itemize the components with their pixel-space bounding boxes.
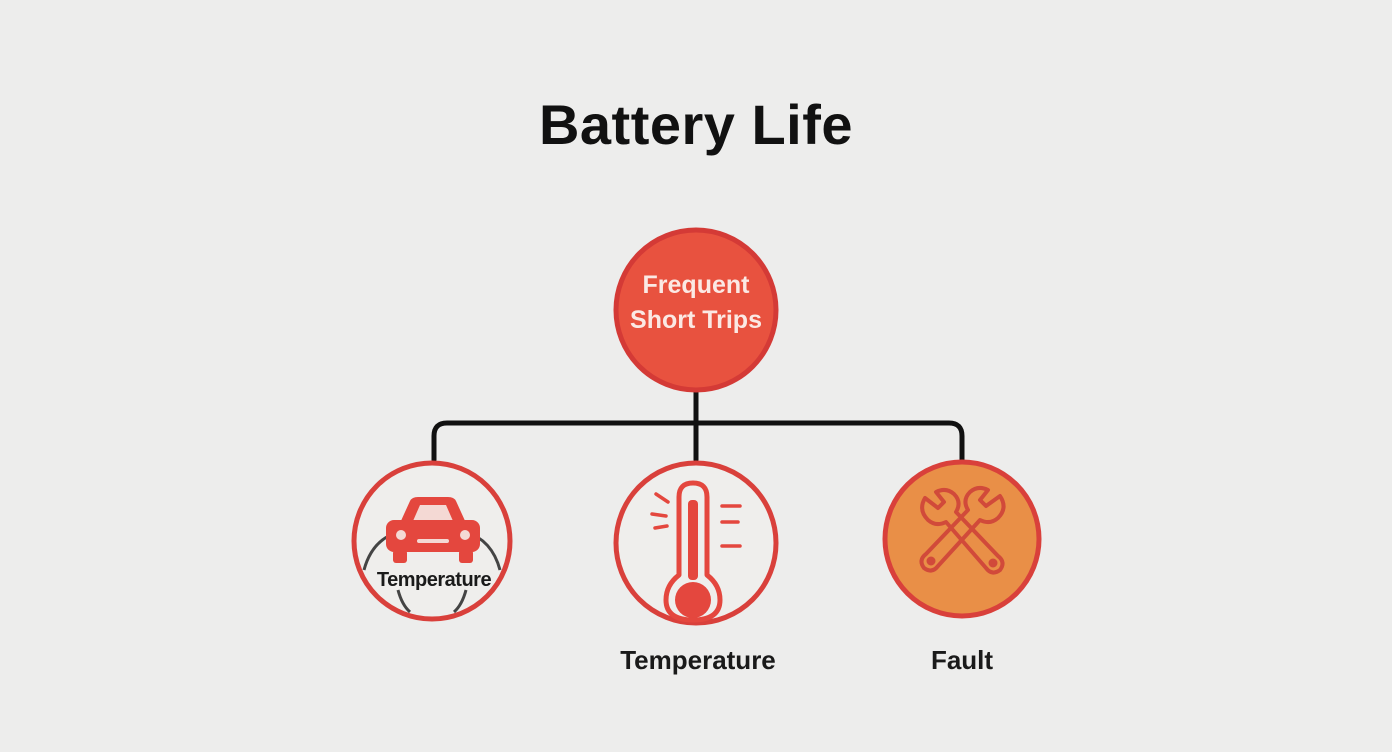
road-curve-icon [396, 589, 412, 614]
child-node-inner-label: Temperature [377, 569, 492, 591]
caption-fault: Fault [930, 645, 994, 675]
root-node-label-line1: Frequent [643, 271, 751, 299]
crossed-wrenches-icon [919, 485, 1006, 575]
child-node-car: Temperature [351, 460, 513, 622]
connector-left [431, 420, 699, 463]
root-node: Frequent Short Trips [613, 227, 779, 393]
road-curve-icon [452, 589, 468, 614]
caption-temperature: Temperature [620, 645, 776, 675]
thermometer-icon [650, 480, 742, 623]
child-node-fault [882, 459, 1042, 619]
child-node-thermometer [613, 460, 779, 626]
car-icon [386, 497, 480, 563]
root-node-label-line2: Short Trips [630, 306, 762, 334]
connector-lines [431, 389, 965, 463]
diagram-title: Battery Life [538, 93, 854, 156]
connector-right [693, 420, 965, 463]
